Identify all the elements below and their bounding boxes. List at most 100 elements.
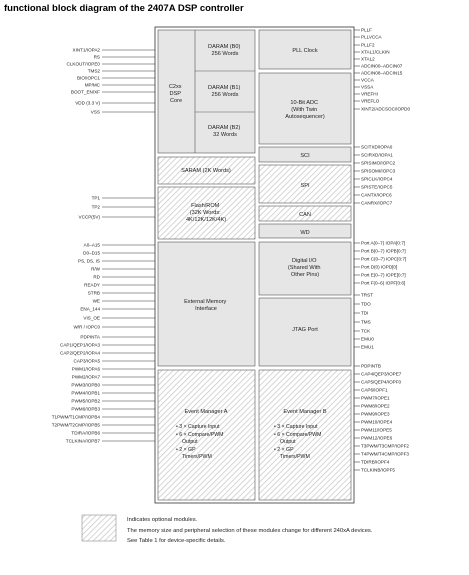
- left-pin-label: PWM2/IOPA7: [72, 375, 101, 380]
- left-pin-label: PWM5/IOPB2: [71, 399, 100, 404]
- right-pin-label: PWM10/IOPE4: [361, 420, 393, 425]
- right-pin-label: PLLF: [361, 28, 372, 33]
- right-pin-label: TCK: [361, 329, 371, 334]
- legend-text: Indicates optional modules. The memory s…: [127, 517, 374, 544]
- right-pin-label: PWM9/IOPE3: [361, 412, 390, 417]
- right-pin-label: VCCA: [361, 78, 375, 83]
- left-pin-label: VIS_OE: [83, 316, 100, 321]
- right-pin-label: PWM7/IOPE1: [361, 396, 390, 401]
- right-pin-label: PLLVCCA: [361, 35, 383, 40]
- right-pin-label: CANTX/IOPC6: [361, 193, 392, 198]
- ext-mem-label: External Memory Interface: [184, 299, 228, 312]
- left-pin-label: WE: [93, 299, 100, 304]
- digital-io-block: [258, 241, 352, 296]
- left-pin-label: VSS: [91, 110, 100, 115]
- right-pin-label: TDO: [361, 302, 371, 307]
- can-block: [258, 205, 352, 222]
- right-pin-label: XTAL1/CLKIN: [361, 50, 390, 55]
- right-pin-label: SCIRXD/IOPA1: [361, 153, 393, 158]
- digital-io-label: Digital I/O (Shared With Other Pins): [288, 258, 322, 278]
- ext-mem-block: [157, 241, 256, 367]
- right-pin-label: PLLF2: [361, 43, 375, 48]
- right-pin-label: Port B(0–7) IOPB[0:7]: [361, 249, 406, 254]
- spi-label: SPI: [300, 183, 309, 189]
- wd-label: WD: [300, 230, 309, 236]
- sci-block: [258, 146, 352, 163]
- right-pin-label: SPICLK/IOPC4: [361, 177, 393, 182]
- left-pin-label: R/W: [91, 267, 101, 272]
- event-manager-b-block: [258, 369, 352, 501]
- daram-b1-label: DARAM (B1) 256 Words: [208, 85, 242, 98]
- right-pin-label: EMU1: [361, 345, 374, 350]
- right-pin-label: T4PWM/T4CMP/IOPF3: [361, 452, 409, 457]
- adc-block: [258, 72, 352, 145]
- event-manager-a-items: • 3 × Capture Input • 6 × Compare/PWM Ou…: [176, 424, 225, 460]
- right-pin-label: PWM8/IOPE2: [361, 404, 390, 409]
- daram-b0-label: DARAM (B0) 256 Words: [208, 44, 242, 57]
- core-label: C2xx DSP Core: [169, 84, 183, 104]
- core-block: [157, 29, 256, 154]
- right-pin-label: XINT2/ADCSOC/IOPD0: [361, 107, 410, 112]
- left-pin-label: T2PWM/T2CMP/IOPB5: [52, 423, 101, 428]
- left-pin-label: ENA_144: [80, 307, 100, 312]
- right-pin-label: PWM11/IOPE5: [361, 428, 392, 433]
- right-pin-label: CAP4/QEP3/IOPE7: [361, 372, 402, 377]
- right-pin-label: TRST: [361, 293, 373, 298]
- flash-label: Flash/ROM (32K Words: 4K/12K/12K/4K): [186, 203, 226, 223]
- right-pin-label: Port F(0–6) IOPF[0:6]: [361, 281, 405, 286]
- left-pin-label: MP/MC: [85, 83, 101, 88]
- jtag-block: [258, 297, 352, 367]
- left-pin-label: VCCP(5V): [79, 215, 101, 220]
- right-pin-label: SPISIMO/IOPC2: [361, 161, 396, 166]
- pll-block: [258, 29, 352, 70]
- left-pin-label: CLKOUT/IOPE0: [67, 62, 101, 67]
- left-pin-label: TMS2: [88, 69, 101, 74]
- left-pin-label: D0–D15: [83, 251, 100, 256]
- right-pin-label: EMU0: [361, 337, 374, 342]
- left-pin-label: W/R / IOPC0: [73, 325, 100, 330]
- right-pin-label: T3PWM/T3CMP/IOPF2: [361, 444, 409, 449]
- event-manager-a-block: [157, 369, 256, 501]
- left-pin-label: BOOT_EN/XF: [71, 90, 100, 95]
- left-pin-label: A0–A15: [84, 243, 101, 248]
- right-pin-label: CAP6/IOPF1: [361, 388, 388, 393]
- spi-block: [258, 164, 352, 204]
- left-pin-label: BIO/IOPC1: [77, 76, 100, 81]
- right-pin-label: Port E(0–7) IOPE[0:7]: [361, 273, 406, 278]
- left-pin-label: TP1: [92, 196, 101, 201]
- right-pin-label: SPISTE/IOPC5: [361, 185, 393, 190]
- right-pin-label: PWM12/IOPE6: [361, 436, 393, 441]
- right-pin-label: VREFLO: [361, 99, 380, 104]
- right-pin-label: VSSA: [361, 85, 374, 90]
- adc-label: 10-Bit ADC (With Twin Autosequencer): [285, 100, 325, 120]
- left-pin-label: T1PWM/T1CMP/IOPB4: [52, 415, 101, 420]
- left-pin-label: VDD (3.3 V): [75, 101, 100, 106]
- wd-block: [258, 223, 352, 239]
- left-pin-label: STRB: [88, 291, 100, 296]
- left-pin-label: PWM6/IOPB3: [71, 407, 100, 412]
- left-pin-label: PWM3/IOPB0: [71, 383, 100, 388]
- right-pin-label: TCLKINB/IOPF5: [361, 468, 395, 473]
- can-label: CAN: [299, 212, 311, 218]
- right-pin-label: CAP5/QEP4/IOPF0: [361, 380, 402, 385]
- right-pin-label: XTAL2: [361, 57, 375, 62]
- event-manager-b-items: • 3 × Capture Input • 6 × Compare/PWM Ou…: [274, 424, 323, 460]
- right-pin-group: PLLFPLLVCCAPLLF2XTAL1/CLKINXTAL2ADCIN00–…: [354, 28, 410, 473]
- right-pin-label: ADCIN08–ADCIN15: [361, 71, 403, 76]
- left-pin-label: PWM4/IOPB1: [71, 391, 100, 396]
- left-pin-label: PS, DS, IS: [78, 259, 100, 264]
- right-pin-label: PDPINTB: [361, 364, 381, 369]
- right-pin-label: VREFHI: [361, 92, 378, 97]
- event-manager-a-label: Event Manager A: [185, 409, 228, 415]
- right-pin-label: Port D(0) IOPD[0]: [361, 265, 397, 270]
- left-pin-label: CAP2/QEP2/IOPA4: [60, 351, 100, 356]
- left-pin-label: XINT1/IOPA2: [73, 48, 101, 53]
- sci-label: SCI: [300, 153, 310, 159]
- left-pin-label: RS: [94, 55, 100, 60]
- saram-label: SARAM (2K Words): [181, 168, 231, 174]
- right-pin-label: SPISOMI/IOPC3: [361, 169, 396, 174]
- left-pin-label: CAP1/QEP1/IOPA3: [60, 343, 100, 348]
- legend-swatch: [81, 514, 117, 542]
- flash-block: [157, 186, 256, 240]
